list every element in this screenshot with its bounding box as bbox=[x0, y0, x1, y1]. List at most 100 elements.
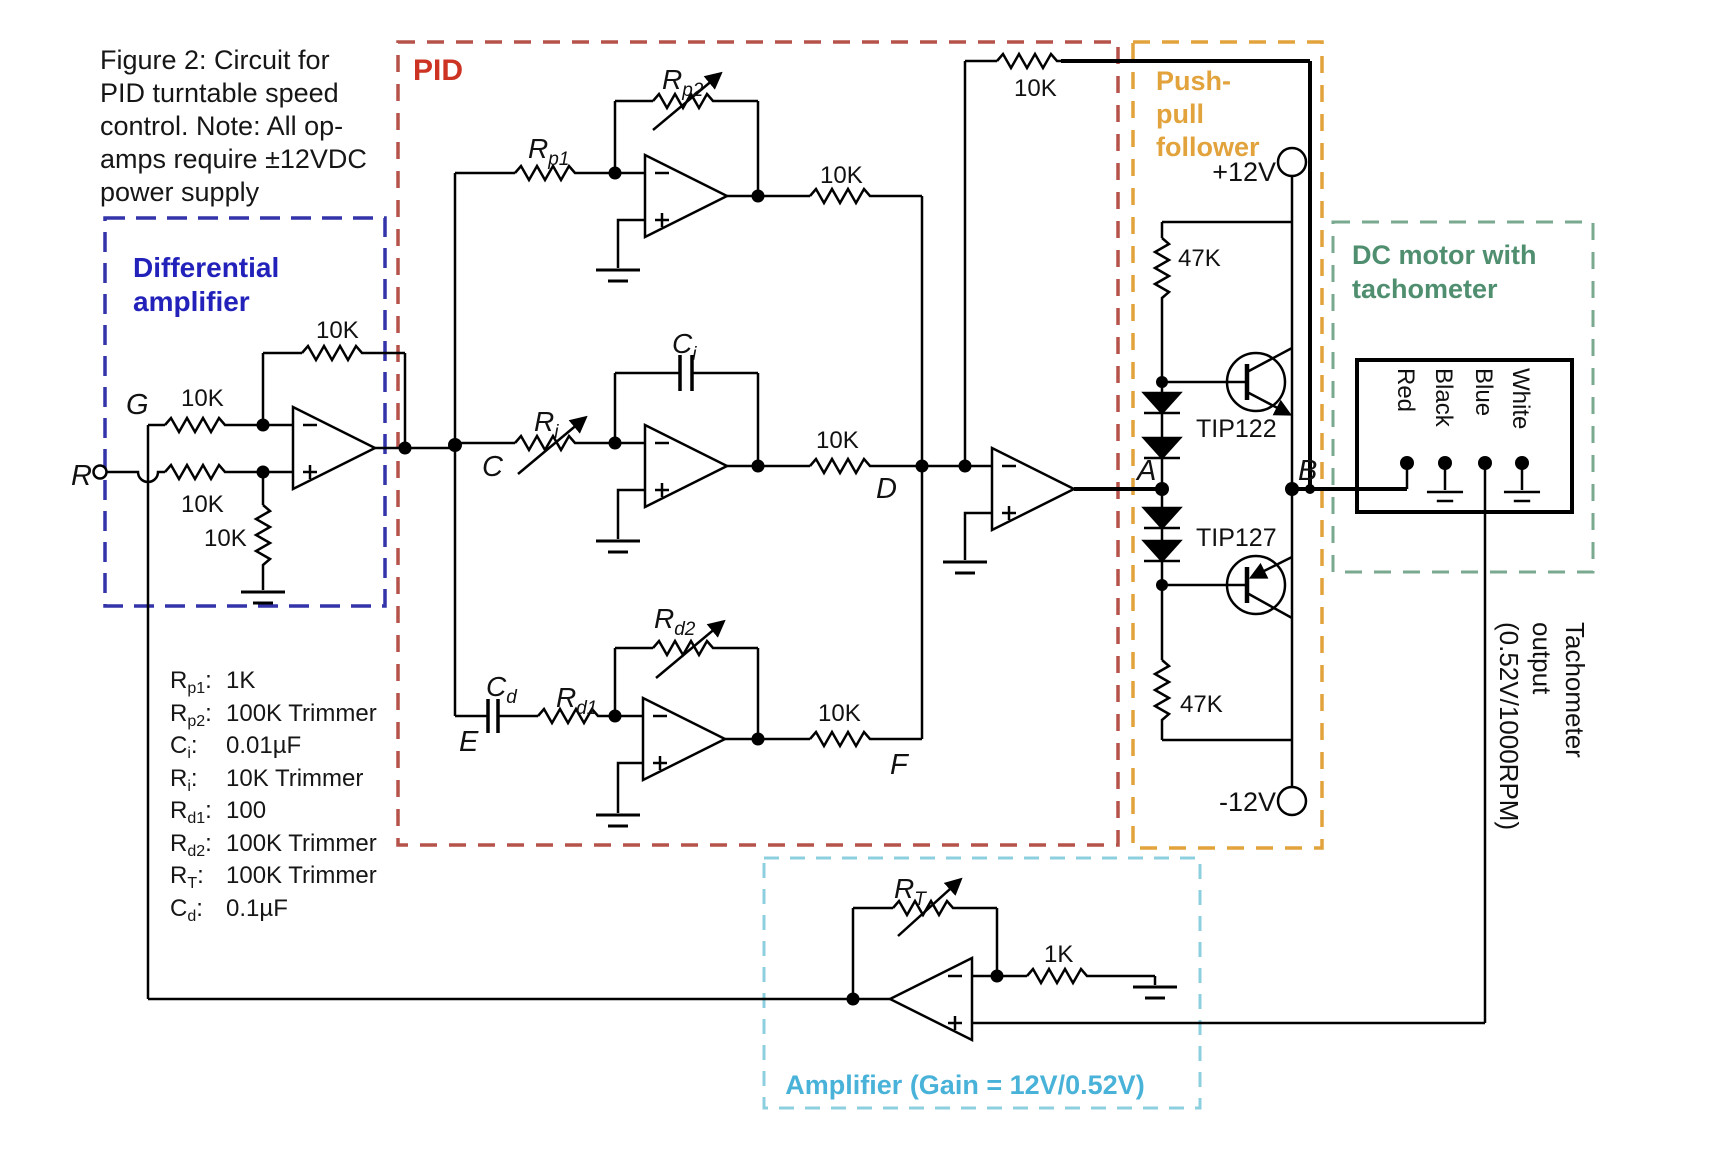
figure-caption: Figure 2: Circuit for PID turntable spee… bbox=[100, 44, 367, 209]
label-47k: 47K bbox=[1180, 691, 1223, 718]
svg-text:Differential: Differential bbox=[133, 252, 279, 283]
resistor-diff-feedback bbox=[300, 344, 368, 362]
label-10k: 10K bbox=[181, 491, 224, 518]
value-row: Rp1:1K bbox=[170, 667, 256, 697]
opamp-differential bbox=[291, 405, 377, 491]
motor-wire-blue: Blue bbox=[1470, 368, 1497, 416]
tachometer-output-label: Tachometer output (0.52V/1000RPM) bbox=[1494, 622, 1590, 830]
motor-wire-labels: Red Black Blue White bbox=[1392, 368, 1534, 429]
value-row: Rd1:100 bbox=[170, 797, 267, 827]
label-47k: 47K bbox=[1178, 245, 1221, 272]
trimmer-arrow-rd2 bbox=[655, 619, 726, 679]
capacitors bbox=[486, 355, 694, 733]
node-e: E bbox=[459, 726, 479, 758]
value-row: Rd2:100K Trimmer bbox=[170, 829, 377, 860]
svg-text:DC motor with: DC motor with bbox=[1352, 240, 1536, 270]
ref-ci: Ci bbox=[672, 328, 697, 365]
opamp-derivative bbox=[641, 696, 727, 782]
component-values-list: Rp1:1K Rp2:100K Trimmer Ci:0.01µF Ri:10K… bbox=[170, 666, 377, 926]
push-pull-follower-box bbox=[1131, 40, 1324, 850]
resistor-sum-feedback bbox=[995, 52, 1063, 70]
motor-wire-white: White bbox=[1507, 368, 1534, 429]
diode bbox=[1141, 436, 1183, 460]
power-labels: +12V -12V bbox=[1212, 157, 1276, 817]
motor-wire-black: Black bbox=[1430, 368, 1457, 428]
resistor-47k-bottom bbox=[1153, 658, 1171, 726]
value-row: Ci:0.01µF bbox=[170, 732, 302, 762]
label-10k: 10K bbox=[316, 317, 359, 344]
pid-title: PID bbox=[413, 54, 463, 87]
ref-cd: Cd bbox=[486, 671, 518, 708]
label-tip122: TIP122 bbox=[1196, 415, 1277, 443]
resistor-ri-trimmer bbox=[513, 434, 581, 452]
svg-text:follower: follower bbox=[1156, 132, 1260, 162]
node-g: G bbox=[126, 389, 149, 421]
plus12v-terminal bbox=[1276, 146, 1308, 178]
value-row: Rp2:100K Trimmer bbox=[170, 699, 377, 730]
label-1k: 1K bbox=[1044, 941, 1073, 968]
trimmer-arrow-ri bbox=[517, 415, 588, 475]
pid-box bbox=[396, 40, 1120, 847]
value-row: RT:100K Trimmer bbox=[170, 862, 377, 892]
label-minus12v: -12V bbox=[1219, 787, 1276, 817]
resistor-amp-1k bbox=[1025, 967, 1093, 985]
heavy-wires bbox=[1061, 59, 1407, 491]
resistor-diff-top-input bbox=[163, 416, 231, 434]
opamp-integral bbox=[643, 423, 729, 509]
label-10k: 10K bbox=[816, 427, 859, 454]
motor-terminal-box bbox=[1355, 358, 1574, 514]
node-c: C bbox=[482, 451, 504, 483]
diode bbox=[1141, 506, 1183, 530]
node-r: R bbox=[71, 460, 92, 492]
caption-line: amps require ±12VDC bbox=[100, 144, 367, 174]
motor-wire-red: Red bbox=[1392, 368, 1419, 412]
resistor-value-labels: 10K 10K 10K 10K 10K 10K 10K 10K 47K 47K … bbox=[181, 75, 1223, 968]
label-tip127: TIP127 bbox=[1196, 524, 1277, 552]
transistor-labels: TIP122 TIP127 bbox=[1196, 415, 1277, 552]
label-10k: 10K bbox=[818, 700, 861, 727]
bias-diodes bbox=[1141, 391, 1183, 563]
caption-line: Figure 2: Circuit for bbox=[100, 45, 330, 75]
junction-dots bbox=[256, 166, 1529, 1006]
caption-line: control. Note: All op- bbox=[100, 111, 344, 141]
ref-rp1: Rp1 bbox=[528, 133, 569, 170]
ref-rp2: Rp2 bbox=[662, 64, 704, 101]
caption-line: PID turntable speed bbox=[100, 78, 339, 108]
svg-text:pull: pull bbox=[1156, 99, 1204, 129]
label-10k: 10K bbox=[1014, 75, 1057, 102]
dc-motor-box bbox=[1331, 220, 1595, 574]
ground-symbols bbox=[239, 268, 1542, 1000]
component-ref-labels: Rp1 Rp2 Ci Ri Cd Rd1 Rd2 RT bbox=[486, 64, 927, 910]
resistor-rp1 bbox=[513, 164, 581, 182]
push-pull-title: Push- pull follower bbox=[1156, 66, 1260, 162]
svg-text:Push-: Push- bbox=[1156, 66, 1231, 96]
opamp-tach-amplifier bbox=[888, 956, 974, 1042]
amplifier-box bbox=[762, 856, 1202, 1110]
opamp-proportional bbox=[643, 153, 729, 239]
node-f: F bbox=[890, 749, 910, 781]
dc-motor-title: DC motor with tachometer bbox=[1352, 240, 1536, 304]
node-b: B bbox=[1298, 455, 1317, 487]
amplifier-title: Amplifier (Gain = 12V/0.52V) bbox=[785, 1070, 1144, 1100]
diode bbox=[1141, 539, 1183, 563]
svg-text:output: output bbox=[1527, 622, 1557, 695]
node-d: D bbox=[876, 473, 897, 505]
label-plus12v: +12V bbox=[1212, 157, 1276, 187]
node-a: A bbox=[1135, 455, 1156, 487]
label-10k: 10K bbox=[820, 162, 863, 189]
svg-text:tachometer: tachometer bbox=[1352, 274, 1498, 304]
differential-amplifier-title: Differential amplifier bbox=[133, 252, 279, 317]
trimmer-arrow-rt bbox=[897, 877, 963, 937]
input-terminal-r bbox=[92, 464, 108, 480]
label-10k: 10K bbox=[204, 525, 247, 552]
diode bbox=[1141, 391, 1183, 415]
resistor-47k-top bbox=[1153, 236, 1171, 304]
resistor-i-output bbox=[808, 457, 876, 475]
value-row: Cd:0.1µF bbox=[170, 894, 288, 925]
svg-text:Tachometer: Tachometer bbox=[1560, 622, 1590, 758]
transistor-tip127 bbox=[1225, 554, 1293, 616]
label-10k: 10K bbox=[181, 385, 224, 412]
node-labels: R G C D E F A B bbox=[71, 389, 1317, 781]
ref-rt: RT bbox=[894, 873, 927, 910]
